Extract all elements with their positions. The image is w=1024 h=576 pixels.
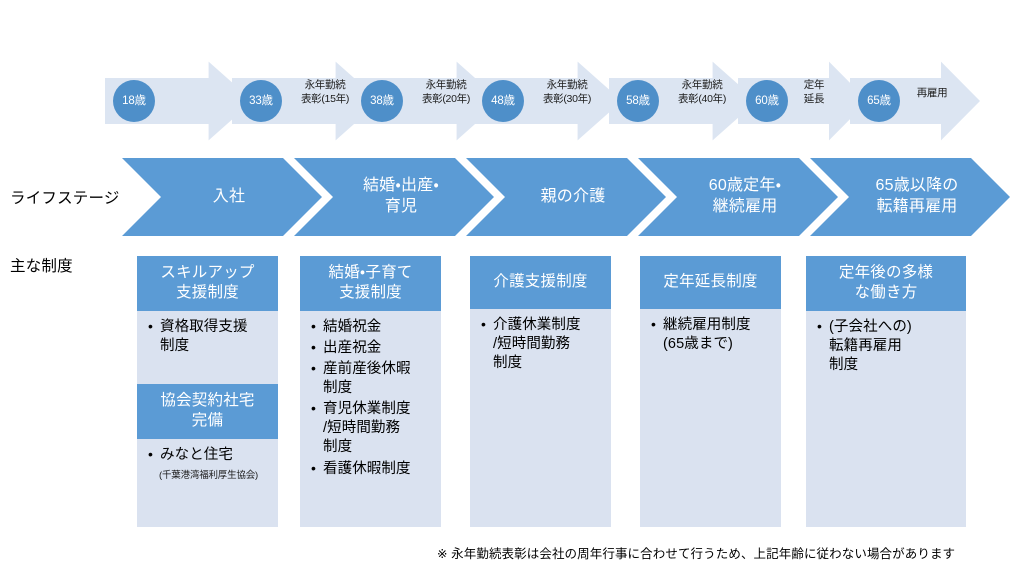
card-section-body: 継続雇用制度 (65歳まで) (640, 309, 781, 360)
card-note: (千葉港湾福利厚生協会) (159, 469, 258, 481)
card-section-header: 結婚・子育て 支援制度 (300, 256, 441, 311)
timeline-age-badge: 58歳 (617, 80, 659, 122)
timeline-caption-line2: 表彰(20年) (421, 93, 471, 106)
card-section-header: スキルアップ 支援制度 (137, 256, 278, 311)
timeline-segment-58[interactable]: 58歳 永年勤続 表彰(40年) (609, 60, 757, 142)
card-section-header: 定年延長制度 (640, 256, 781, 309)
timeline-segment-65[interactable]: 65歳 再雇用 (850, 60, 980, 142)
age-timeline-row: 18歳 33歳 永年勤続 表彰(15年) 38歳 永年勤続 表彰(20年) 48… (0, 60, 1024, 142)
card-spacer (137, 362, 278, 384)
timeline-caption-line1: 永年勤続 (681, 79, 723, 91)
card-section-body: 資格取得支援 制度 (137, 311, 278, 362)
life-stage-chevron-2[interactable]: 結婚・出産・ 育児 (294, 158, 494, 236)
card-bullet-item: 産前産後休暇 制度 (310, 359, 433, 398)
timeline-caption-line1: 定年 (803, 79, 825, 91)
life-stage-chevron-5[interactable]: 65歳以降の 転籍再雇用 (810, 158, 1010, 236)
row-label-lifestage: ライフステージ (10, 190, 120, 207)
row-label-systems: 主な制度 (10, 258, 73, 275)
card-bullet-item: みなと住宅 (147, 445, 270, 465)
timeline-segment-60[interactable]: 60歳 定年 延長 (738, 60, 868, 142)
card-bullet-item: (子会社への) 転籍再雇用 制度 (816, 317, 958, 375)
system-card-5[interactable]: 定年後の多様 な働き方 (子会社への) 転籍再雇用 制度 (806, 256, 966, 527)
timeline-caption: 再雇用 (902, 86, 962, 100)
timeline-caption-line1: 永年勤続 (425, 79, 467, 91)
life-stage-label: 60歳定年・ 継続雇用 (708, 177, 782, 215)
timeline-segment-48[interactable]: 48歳 永年勤続 表彰(30年) (474, 60, 622, 142)
timeline-caption: 永年勤続 表彰(30年) (528, 78, 606, 106)
card-bullet-list: みなと住宅 (147, 445, 270, 465)
card-bullet-list: 継続雇用制度 (65歳まで) (650, 315, 773, 354)
life-stage-label: 結婚・出産・ 育児 (362, 177, 440, 215)
timeline-age-badge: 60歳 (746, 80, 788, 122)
card-bullet-item: 看護休暇制度 (310, 459, 433, 479)
timeline-segment-18[interactable]: 18歳 (105, 60, 253, 142)
life-stage-chevron-1[interactable]: 入社 (122, 158, 322, 236)
card-bullet-item: 出産祝金 (310, 338, 433, 358)
system-card-1[interactable]: スキルアップ 支援制度 資格取得支援 制度 協会契約社宅 完備 みなと住宅 (千… (137, 256, 278, 527)
timeline-caption-line1: 永年勤続 (546, 79, 588, 91)
card-section-body: みなと住宅 (千葉港湾福利厚生協会) (137, 439, 278, 486)
card-bullet-list: 介護休業制度 /短時間勤務 制度 (480, 315, 603, 373)
card-section-header: 協会契約社宅 完備 (137, 383, 278, 439)
system-card-2[interactable]: 結婚・子育て 支援制度 結婚祝金 出産祝金 産前産後休暇 制度 育児休業制度 /… (300, 256, 441, 527)
timeline-age-badge: 33歳 (240, 80, 282, 122)
card-section-body: 結婚祝金 出産祝金 産前産後休暇 制度 育児休業制度 /短時間勤務 制度 看護休… (300, 311, 441, 485)
life-stage-label: 65歳以降の 転籍再雇用 (875, 177, 959, 215)
card-bullet-item: 結婚祝金 (310, 317, 433, 337)
card-section-body: 介護休業制度 /短時間勤務 制度 (470, 309, 611, 379)
card-bullet-item: 継続雇用制度 (65歳まで) (650, 315, 773, 354)
timeline-caption-line1: 再雇用 (916, 87, 948, 99)
footnote-text: ※ 永年勤続表彰は会社の周年行事に合わせて行うため、上記年齢に従わない場合があり… (437, 547, 956, 561)
timeline-caption: 永年勤続 表彰(40年) (663, 78, 741, 106)
systems-cards-row: スキルアップ 支援制度 資格取得支援 制度 協会契約社宅 完備 みなと住宅 (千… (0, 256, 1024, 528)
card-bullet-list: 資格取得支援 制度 (147, 317, 270, 356)
card-bullet-list: 結婚祝金 出産祝金 産前産後休暇 制度 育児休業制度 /短時間勤務 制度 看護休… (310, 317, 433, 479)
timeline-caption-line2: 表彰(40年) (677, 93, 727, 106)
timeline-age-badge: 48歳 (482, 80, 524, 122)
card-section-header: 定年後の多様 な働き方 (806, 256, 966, 311)
life-stage-label: 親の介護 (540, 187, 606, 205)
timeline-age-badge: 18歳 (113, 80, 155, 122)
timeline-caption-line2: 延長 (803, 93, 825, 106)
timeline-caption-line2: 表彰(15年) (300, 93, 350, 106)
system-card-3[interactable]: 介護支援制度 介護休業制度 /短時間勤務 制度 (470, 256, 611, 527)
timeline-caption: 定年 延長 (788, 78, 840, 106)
timeline-caption-line1: 永年勤続 (304, 79, 346, 91)
card-bullet-item: 資格取得支援 制度 (147, 317, 270, 356)
timeline-caption: 永年勤続 表彰(20年) (407, 78, 485, 106)
life-stage-label: 入社 (212, 187, 246, 205)
timeline-age-badge: 38歳 (361, 80, 403, 122)
timeline-caption: 永年勤続 表彰(15年) (286, 78, 364, 106)
life-stage-chevron-3[interactable]: 親の介護 (466, 158, 666, 236)
card-section-body: (子会社への) 転籍再雇用 制度 (806, 311, 966, 381)
card-bullet-item: 介護休業制度 /短時間勤務 制度 (480, 315, 603, 373)
timeline-age-badge: 65歳 (858, 80, 900, 122)
card-bullet-list: (子会社への) 転籍再雇用 制度 (816, 317, 958, 375)
life-stage-row: 入社 結婚・出産・ 育児 親の介護 60歳定年・ 継続雇用 65歳以降の 転籍再… (0, 158, 1024, 236)
timeline-caption-line2: 表彰(30年) (542, 93, 592, 106)
card-bullet-item: 育児休業制度 /短時間勤務 制度 (310, 399, 433, 457)
system-card-4[interactable]: 定年延長制度 継続雇用制度 (65歳まで) (640, 256, 781, 527)
card-section-header: 介護支援制度 (470, 256, 611, 309)
life-stage-chevron-4[interactable]: 60歳定年・ 継続雇用 (638, 158, 838, 236)
